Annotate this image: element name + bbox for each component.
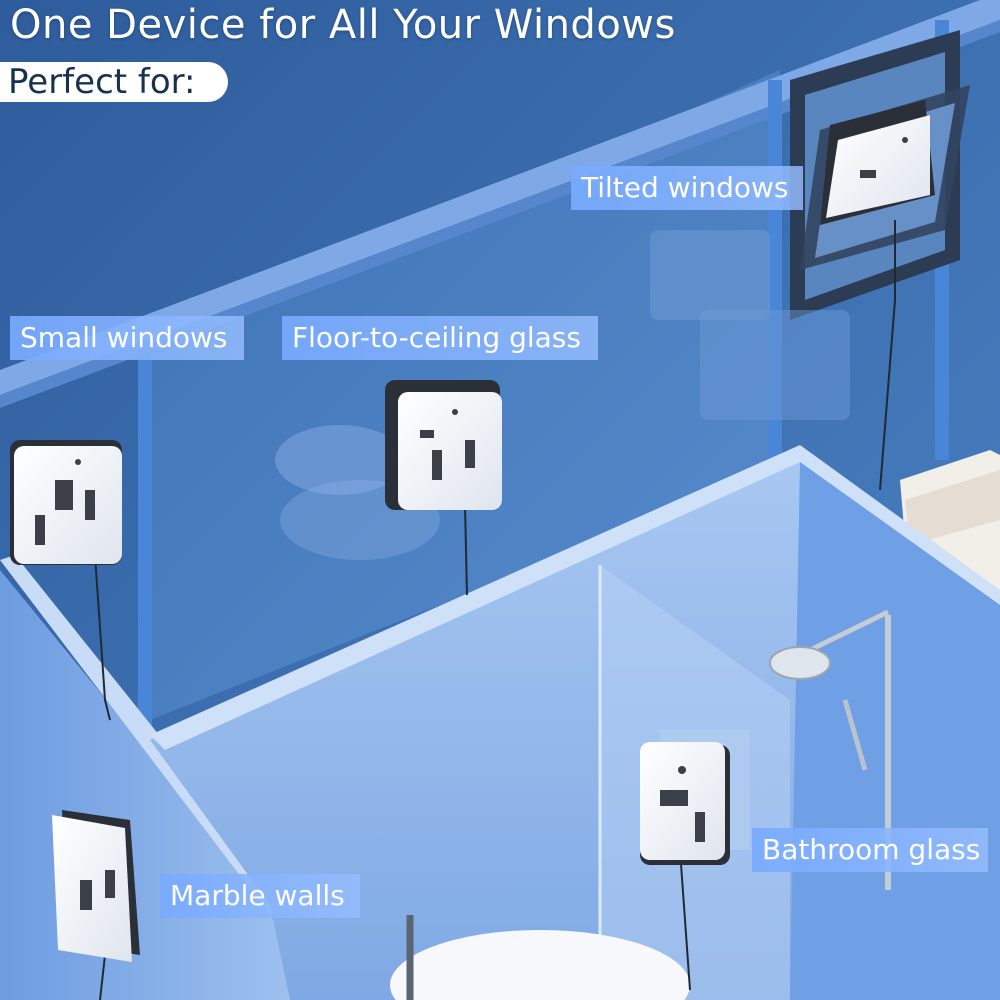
sofa-reflection <box>650 230 770 320</box>
hand-shower <box>842 699 868 771</box>
perfect-for-badge: Perfect for: <box>0 62 228 102</box>
window-robot-small <box>10 440 122 565</box>
label-floor-to-ceiling-glass: Floor-to-ceiling glass <box>282 316 598 360</box>
ceiling-beam <box>0 0 1000 395</box>
power-cable <box>99 954 106 1000</box>
shower-head <box>769 646 831 680</box>
window-robot-floor <box>385 380 502 510</box>
window-robot-marble <box>52 810 140 962</box>
power-cable <box>94 554 111 721</box>
sofa-cushion <box>905 470 1000 545</box>
label-marble-walls: Marble walls <box>160 874 360 918</box>
window-robot-tilted <box>820 100 935 225</box>
sofa-reflection <box>700 310 850 420</box>
label-bathroom-glass: Bathroom glass <box>752 828 988 872</box>
mullion <box>138 360 152 730</box>
power-cable <box>464 504 468 596</box>
bathtub <box>390 930 690 1000</box>
ceiling-beam-shadow <box>0 20 1000 408</box>
table-reflection <box>275 425 405 495</box>
power-cable <box>879 220 896 491</box>
label-tilted-windows: Tilted windows <box>571 166 803 210</box>
label-small-windows: Small windows <box>10 316 244 360</box>
power-cable <box>679 849 691 991</box>
page-title: One Device for All Your Windows <box>10 2 676 48</box>
window-robot-bathroom <box>640 730 750 865</box>
shower-arm <box>798 609 890 658</box>
